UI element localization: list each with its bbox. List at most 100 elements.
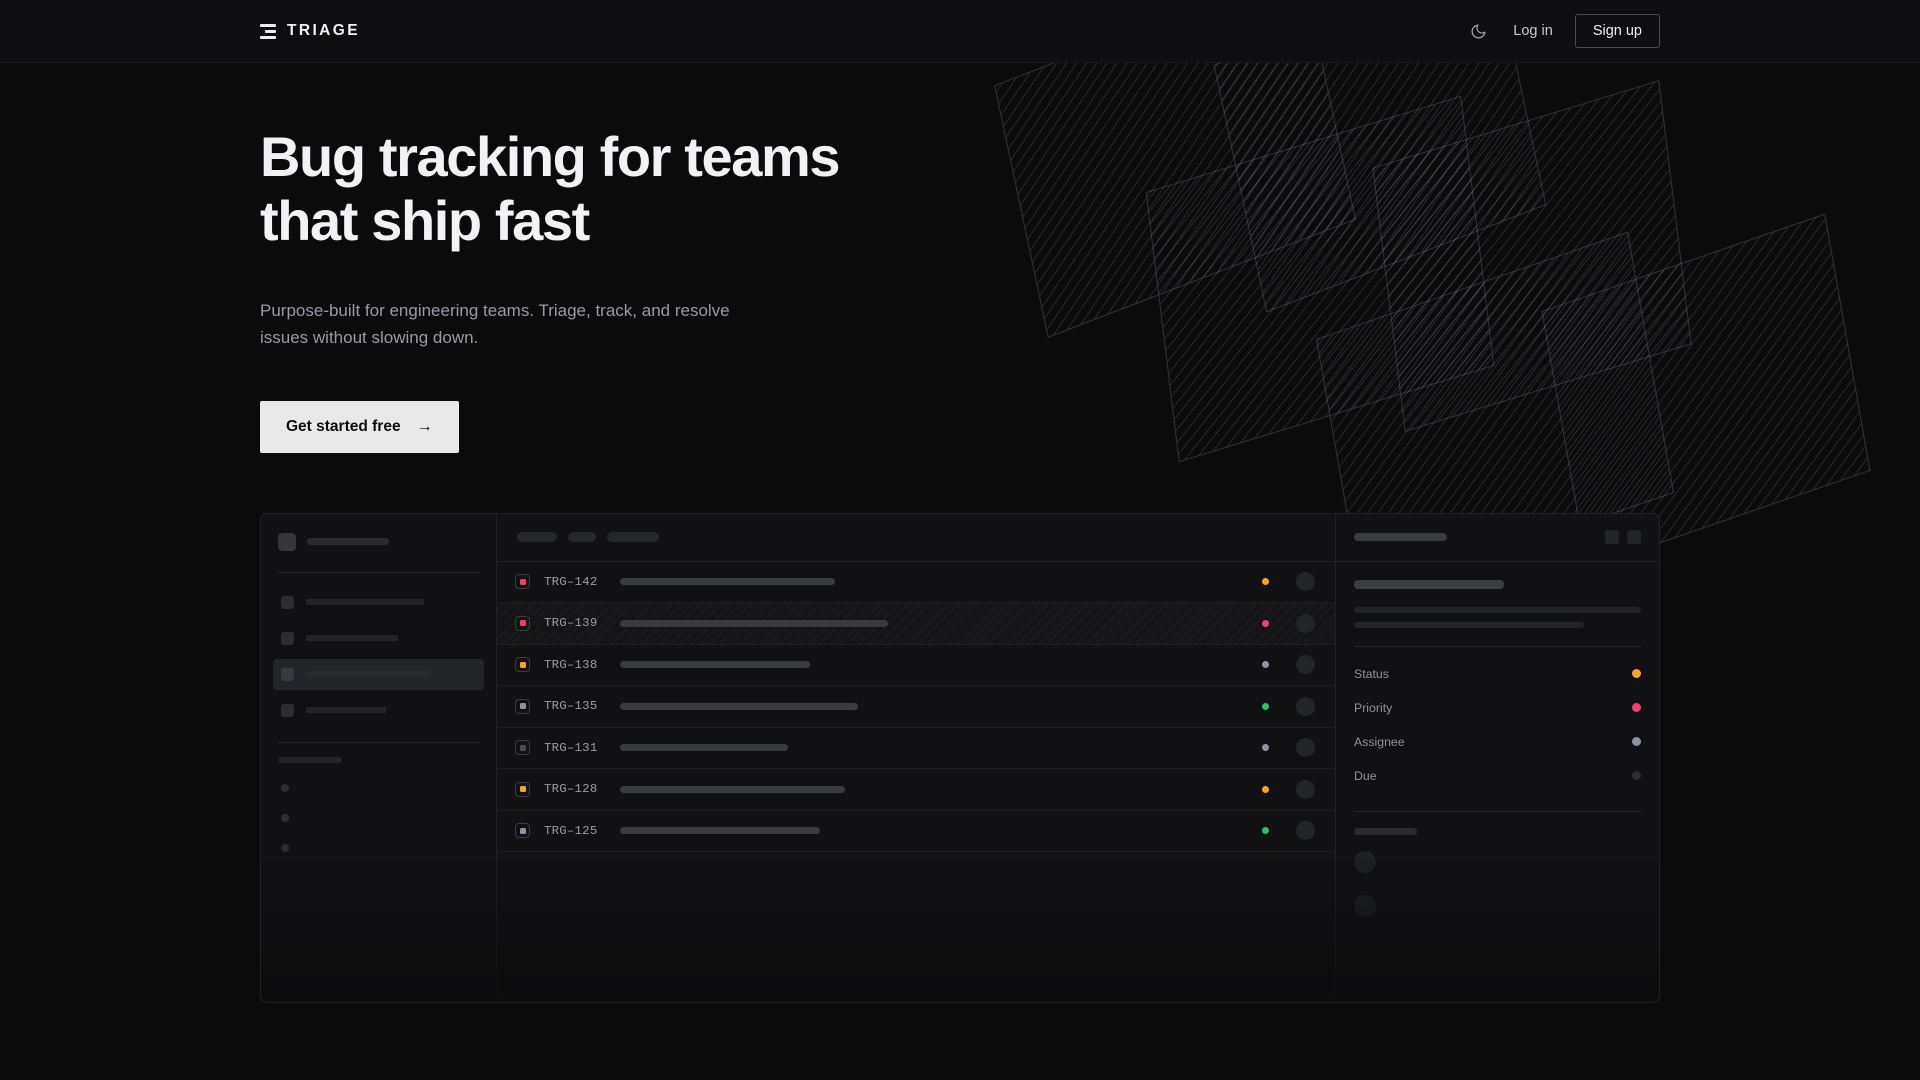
detail-meta-row[interactable]: Priority: [1354, 691, 1641, 725]
moon-icon[interactable]: [1465, 18, 1491, 44]
brand-name: TRIAGE: [287, 22, 360, 39]
meta-label: Status: [1354, 666, 1389, 681]
mini-item-dot-icon: [281, 783, 289, 792]
detail-meta-row[interactable]: Due: [1354, 759, 1641, 793]
detail-divider: [1354, 645, 1641, 647]
detail-divider: [1354, 810, 1641, 812]
issue-row[interactable]: TRG–128: [497, 769, 1335, 811]
detail-actions: [1605, 530, 1641, 545]
filter-chip[interactable]: [568, 532, 596, 543]
activity-avatar: [1354, 894, 1376, 917]
detail-action-button[interactable]: [1605, 530, 1619, 545]
issue-title-placeholder: [620, 661, 810, 669]
sidebar-mini-item[interactable]: [273, 833, 484, 863]
issue-row[interactable]: TRG–125: [497, 811, 1335, 853]
status-dot: [1262, 827, 1269, 835]
hero-section: Bug tracking for teams that ship fast Pu…: [260, 63, 1660, 453]
hero-heading-line1: Bug tracking for teams: [260, 125, 841, 188]
issue-row[interactable]: TRG–142: [497, 562, 1335, 604]
mini-item-dot-icon: [281, 843, 289, 852]
assignee-avatar: [1296, 821, 1315, 841]
activity-item: [1354, 850, 1641, 873]
hero-subtitle: Purpose-built for engineering teams. Tri…: [260, 300, 730, 348]
detail-action-button[interactable]: [1627, 530, 1641, 545]
status-dot: [1262, 661, 1269, 669]
brand-logo[interactable]: TRIAGE: [260, 22, 360, 40]
nav-item-label-placeholder: [306, 599, 424, 606]
sidebar-nav-item[interactable]: [273, 623, 484, 654]
issue-row[interactable]: TRG–131: [497, 728, 1335, 770]
issue-title-placeholder: [620, 619, 888, 627]
workspace-switcher[interactable]: [273, 528, 484, 556]
sidebar-mini-item[interactable]: [273, 803, 484, 833]
priority-badge-icon: [515, 574, 530, 590]
page-title: Bug tracking for teams that ship fast: [260, 125, 980, 253]
stacked-bars-logo-icon: [260, 23, 276, 39]
cta-label: Get started free: [286, 417, 401, 435]
meta-label: Assignee: [1354, 734, 1405, 749]
sidebar-nav-item[interactable]: [273, 695, 484, 726]
nav-item-label-placeholder: [306, 635, 398, 642]
activity-avatar: [1354, 850, 1376, 873]
nav-item-label-placeholder: [306, 671, 431, 678]
issue-key: TRG–138: [544, 657, 598, 672]
sidebar-divider: [277, 741, 480, 743]
sidebar-section-label: [279, 756, 341, 763]
status-dot: [1262, 702, 1269, 710]
filter-chip[interactable]: [517, 532, 557, 543]
issue-key: TRG–142: [544, 574, 598, 589]
detail-description-line: [1354, 621, 1584, 628]
filter-chip[interactable]: [607, 532, 659, 543]
signup-button[interactable]: Sign up: [1574, 14, 1660, 48]
sidebar-nav-item[interactable]: [273, 587, 484, 618]
assignee-avatar: [1296, 779, 1315, 799]
nav-item-icon: [281, 595, 294, 609]
sidebar-mini-item[interactable]: [273, 773, 484, 803]
activity-section-label: [1354, 827, 1417, 835]
issue-row[interactable]: TRG–138: [497, 645, 1335, 687]
sidebar-divider: [277, 571, 480, 573]
assignee-avatar: [1296, 696, 1315, 716]
detail-issue-title-placeholder: [1354, 579, 1504, 589]
sidebar-nav-item[interactable]: [273, 658, 484, 690]
issue-key: TRG–139: [544, 616, 598, 631]
priority-badge-icon: [515, 657, 530, 673]
status-dot: [1262, 744, 1269, 752]
login-link[interactable]: Log in: [1513, 23, 1553, 39]
status-dot: [1262, 578, 1269, 586]
get-started-button[interactable]: Get started free →: [260, 400, 459, 453]
assignee-avatar: [1296, 613, 1315, 633]
meta-label: Priority: [1354, 700, 1393, 715]
issue-key: TRG–125: [544, 823, 598, 838]
arrow-right-icon: →: [416, 417, 433, 435]
hero-heading-line2: that ship fast: [260, 188, 590, 252]
meta-label: Due: [1354, 768, 1377, 783]
priority-badge-icon: [515, 698, 530, 714]
detail-meta-row[interactable]: Assignee: [1354, 725, 1641, 759]
priority-badge-icon: [515, 740, 530, 756]
status-dot: [1262, 619, 1269, 627]
assignee-avatar: [1296, 655, 1315, 675]
assignee-avatar: [1296, 738, 1315, 758]
issue-title-placeholder: [620, 702, 858, 710]
detail-meta-row[interactable]: Status: [1354, 657, 1641, 691]
priority-badge-icon: [515, 615, 530, 631]
mini-item-dot-icon: [281, 813, 289, 822]
issue-row[interactable]: TRG–135: [497, 686, 1335, 728]
issue-key: TRG–131: [544, 740, 598, 755]
meta-value-dot: [1632, 771, 1641, 781]
assignee-avatar: [1296, 572, 1315, 592]
issue-key: TRG–128: [544, 782, 598, 797]
issue-key: TRG–135: [544, 699, 598, 714]
workspace-avatar: [278, 532, 296, 551]
issue-row[interactable]: TRG–139: [497, 603, 1335, 645]
nav-item-label-placeholder: [306, 707, 386, 714]
detail-header: [1336, 514, 1659, 562]
activity-item: [1354, 894, 1641, 917]
meta-value-dot: [1632, 669, 1641, 679]
detail-title-placeholder: [1354, 533, 1447, 542]
meta-value-dot: [1632, 703, 1641, 713]
